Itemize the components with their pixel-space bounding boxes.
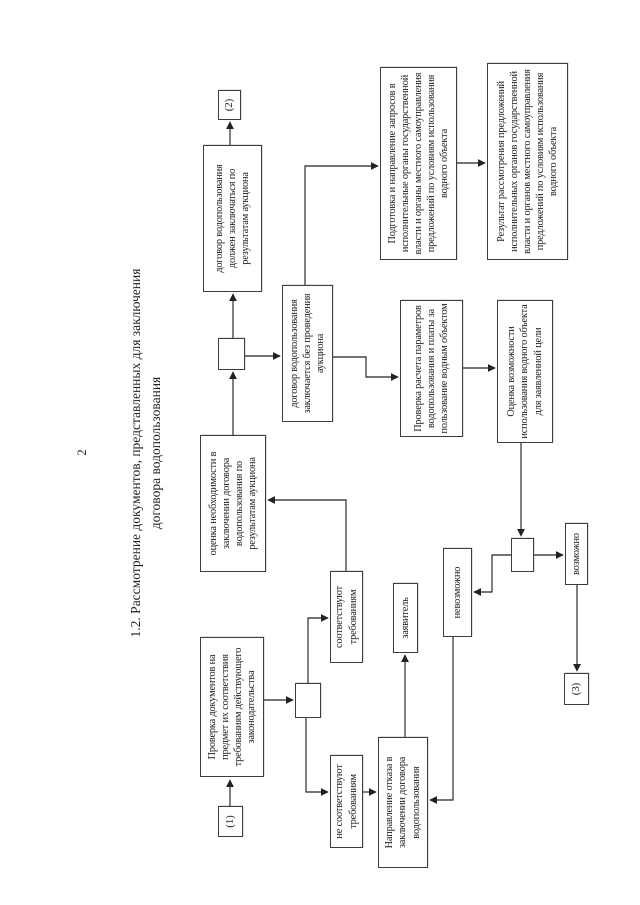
node-label-assess-possibility: Оценка возможности использования водного… (506, 304, 544, 439)
node-label-refusal: Направление отказа в заключении договора… (384, 756, 422, 849)
node-label-start-1: (1) (223, 815, 236, 828)
edge-decision-1--label-match (307, 613, 329, 683)
node-prepare-requests: Подготовка и направление запросов в испо… (380, 67, 457, 260)
node-label-label-possible: возможно (570, 533, 582, 575)
node-label-impossible: невозможно (443, 548, 472, 637)
edge-contract-no-auction--check-params (333, 356, 399, 382)
node-assess-need: оценка необходимости в заключении догово… (200, 435, 266, 572)
node-label-match: соответствуют требованиям (330, 571, 363, 663)
edge-decision-1--label-nomatch (305, 718, 329, 797)
node-label-prepare-requests: Подготовка и направление запросов в испо… (386, 72, 451, 255)
node-label-check-params: Проверка расчета параметров водопользова… (412, 303, 451, 434)
node-applicant: заявитель (393, 583, 418, 653)
node-end-3: (3) (564, 673, 589, 705)
node-contract-auction: договор водопользования должен заключать… (203, 145, 262, 292)
edge-contract-no-auction--prepare-requests (304, 161, 379, 285)
node-check-docs: Проверка документов на предмет их соотве… (200, 637, 264, 777)
node-result-review: Результат рассмотрения предложений испол… (487, 63, 568, 260)
node-label-label-nomatch: не соответствуют требованиям (334, 764, 359, 839)
edge-decision-3--label-impossible (473, 554, 511, 597)
node-label-nomatch: не соответствуют требованиям (330, 755, 363, 848)
node-label-contract-auction: договор водопользования должен заключать… (213, 164, 252, 273)
node-decision-3 (511, 538, 534, 572)
node-label-end-2: (2) (222, 98, 235, 112)
node-label-assess-need: оценка необходимости в заключении догово… (207, 451, 259, 556)
node-label-applicant: заявитель (399, 597, 411, 639)
node-label-result-review: Результат рассмотрения предложений испол… (495, 69, 560, 254)
edge-label-match--assess-need (267, 495, 347, 571)
node-decision-2 (218, 338, 245, 370)
node-label-check-docs: Проверка документов на предмет их соотве… (206, 647, 258, 767)
node-label-label-impossible: невозможно (451, 566, 463, 619)
node-decision-1 (295, 683, 321, 718)
node-assess-possibility: Оценка возможности использования водного… (497, 300, 553, 443)
node-label-possible: возможно (565, 523, 588, 585)
node-contract-no-auction: договор водопользования заключается без … (282, 285, 333, 422)
node-end-2: (2) (218, 90, 241, 120)
node-label-end-3: (3) (569, 682, 582, 696)
node-label-label-match: соответствуют требованиям (334, 585, 359, 649)
node-refusal: Направление отказа в заключении договора… (378, 737, 428, 868)
node-label-contract-no-auction: договор водопользования заключается без … (288, 293, 327, 414)
node-check-params: Проверка расчета параметров водопользова… (400, 300, 463, 437)
node-start-1: (1) (218, 806, 243, 837)
edge-label-impossible--refusal (429, 637, 454, 805)
